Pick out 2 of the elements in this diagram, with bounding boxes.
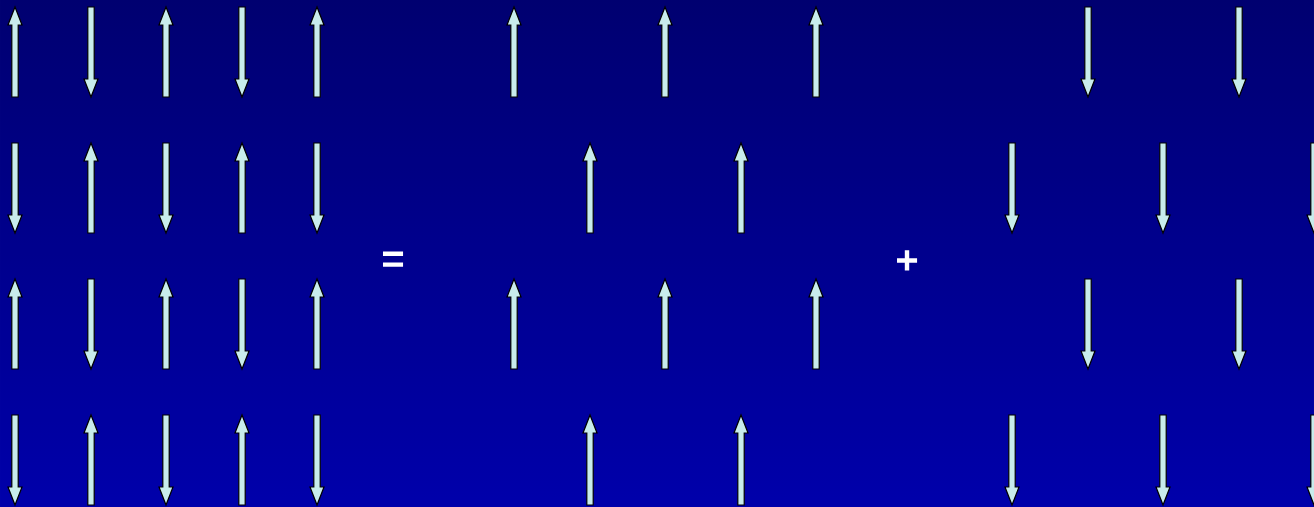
operator-sign: = [383, 251, 404, 267]
operator-sign: + [897, 250, 918, 271]
